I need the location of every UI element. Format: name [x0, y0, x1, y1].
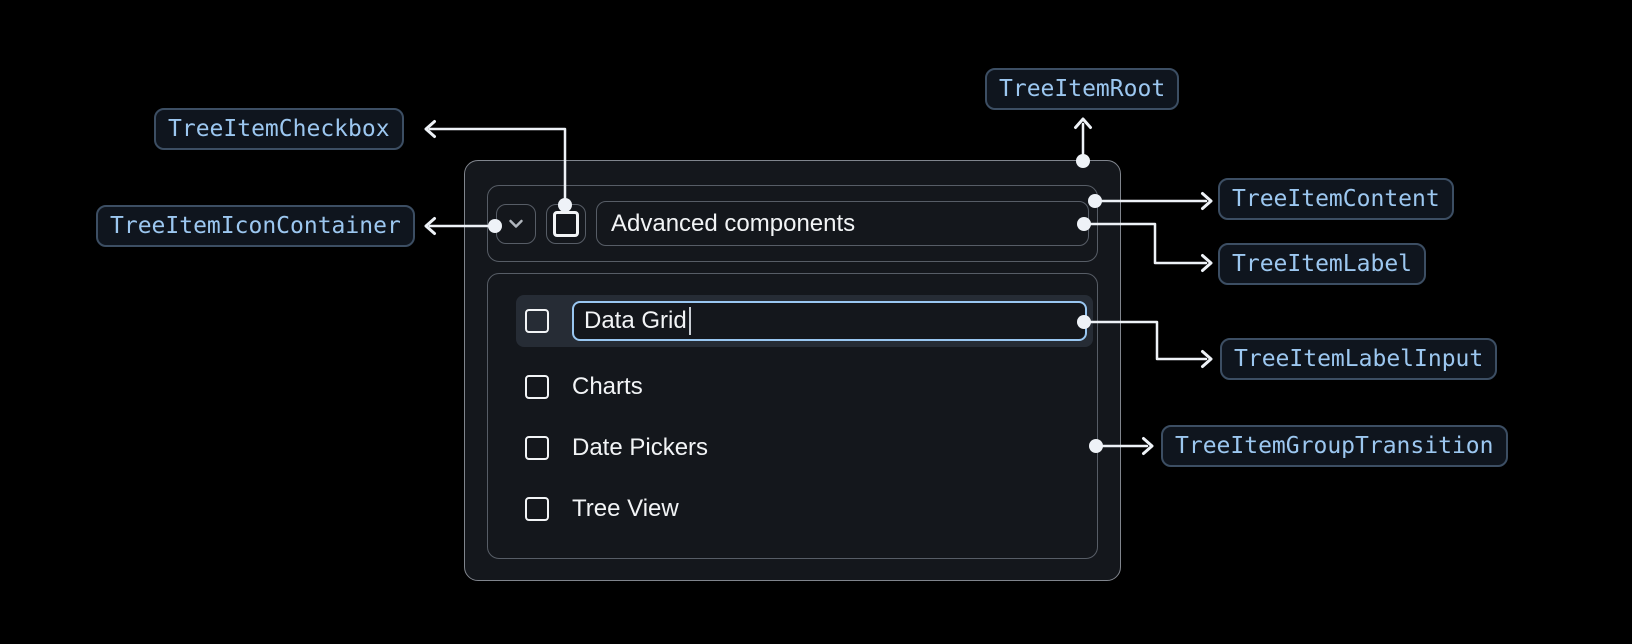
chevron-down-icon: [509, 219, 523, 228]
annotation-tree-item-icon-container: TreeItemIconContainer: [96, 205, 415, 247]
tree-item-checkbox[interactable]: [546, 203, 586, 244]
tree-item-label-text: Charts: [572, 373, 643, 400]
annotation-tree-item-checkbox: TreeItemCheckbox: [154, 108, 404, 150]
annotation-tree-item-root: TreeItemRoot: [985, 68, 1180, 110]
arrow-up-icon: [1076, 119, 1091, 128]
checkbox-unchecked-icon[interactable]: [525, 497, 549, 521]
annotation-tree-item-label-input: TreeItemLabelInput: [1220, 338, 1498, 380]
tree-item-label-input[interactable]: Data Grid: [572, 301, 1087, 341]
checkbox-unchecked-icon[interactable]: [525, 309, 549, 333]
arrow-left-icon: [426, 219, 435, 234]
tree-item-label: Advanced components: [596, 201, 1089, 246]
checkbox-unchecked-icon[interactable]: [525, 436, 549, 460]
tree-item-label-text: Tree View: [572, 495, 679, 522]
tree-item-root: Advanced components Data Grid Charts Dat…: [464, 160, 1121, 581]
text-caret: [688, 307, 691, 335]
arrow-left-icon: [426, 122, 435, 137]
annotation-tree-item-label: TreeItemLabel: [1218, 243, 1427, 285]
arrow-right-icon: [1203, 194, 1212, 209]
tree-row[interactable]: Tree View: [516, 483, 1093, 535]
annotation-tree-item-group-transition: TreeItemGroupTransition: [1161, 425, 1508, 467]
checkbox-unchecked-icon: [553, 210, 579, 237]
arrow-right-icon: [1203, 352, 1212, 367]
parent-label-text: Advanced components: [611, 209, 856, 237]
annotation-tree-item-content: TreeItemContent: [1218, 178, 1454, 220]
tree-item-label-text: Date Pickers: [572, 434, 709, 461]
arrow-right-icon: [1144, 439, 1153, 454]
tree-item-icon-container[interactable]: [496, 203, 536, 244]
tree-row[interactable]: Date Pickers: [516, 422, 1093, 474]
arrow-right-icon: [1203, 256, 1212, 271]
checkbox-unchecked-icon[interactable]: [525, 375, 549, 399]
tree-item-group-transition: Data Grid Charts Date Pickers Tree View: [487, 273, 1098, 559]
label-input-text: Data Grid: [584, 307, 687, 334]
tree-row[interactable]: Charts: [516, 361, 1093, 413]
tree-row-editing[interactable]: Data Grid: [516, 295, 1093, 347]
tree-item-content[interactable]: Advanced components: [487, 185, 1098, 262]
